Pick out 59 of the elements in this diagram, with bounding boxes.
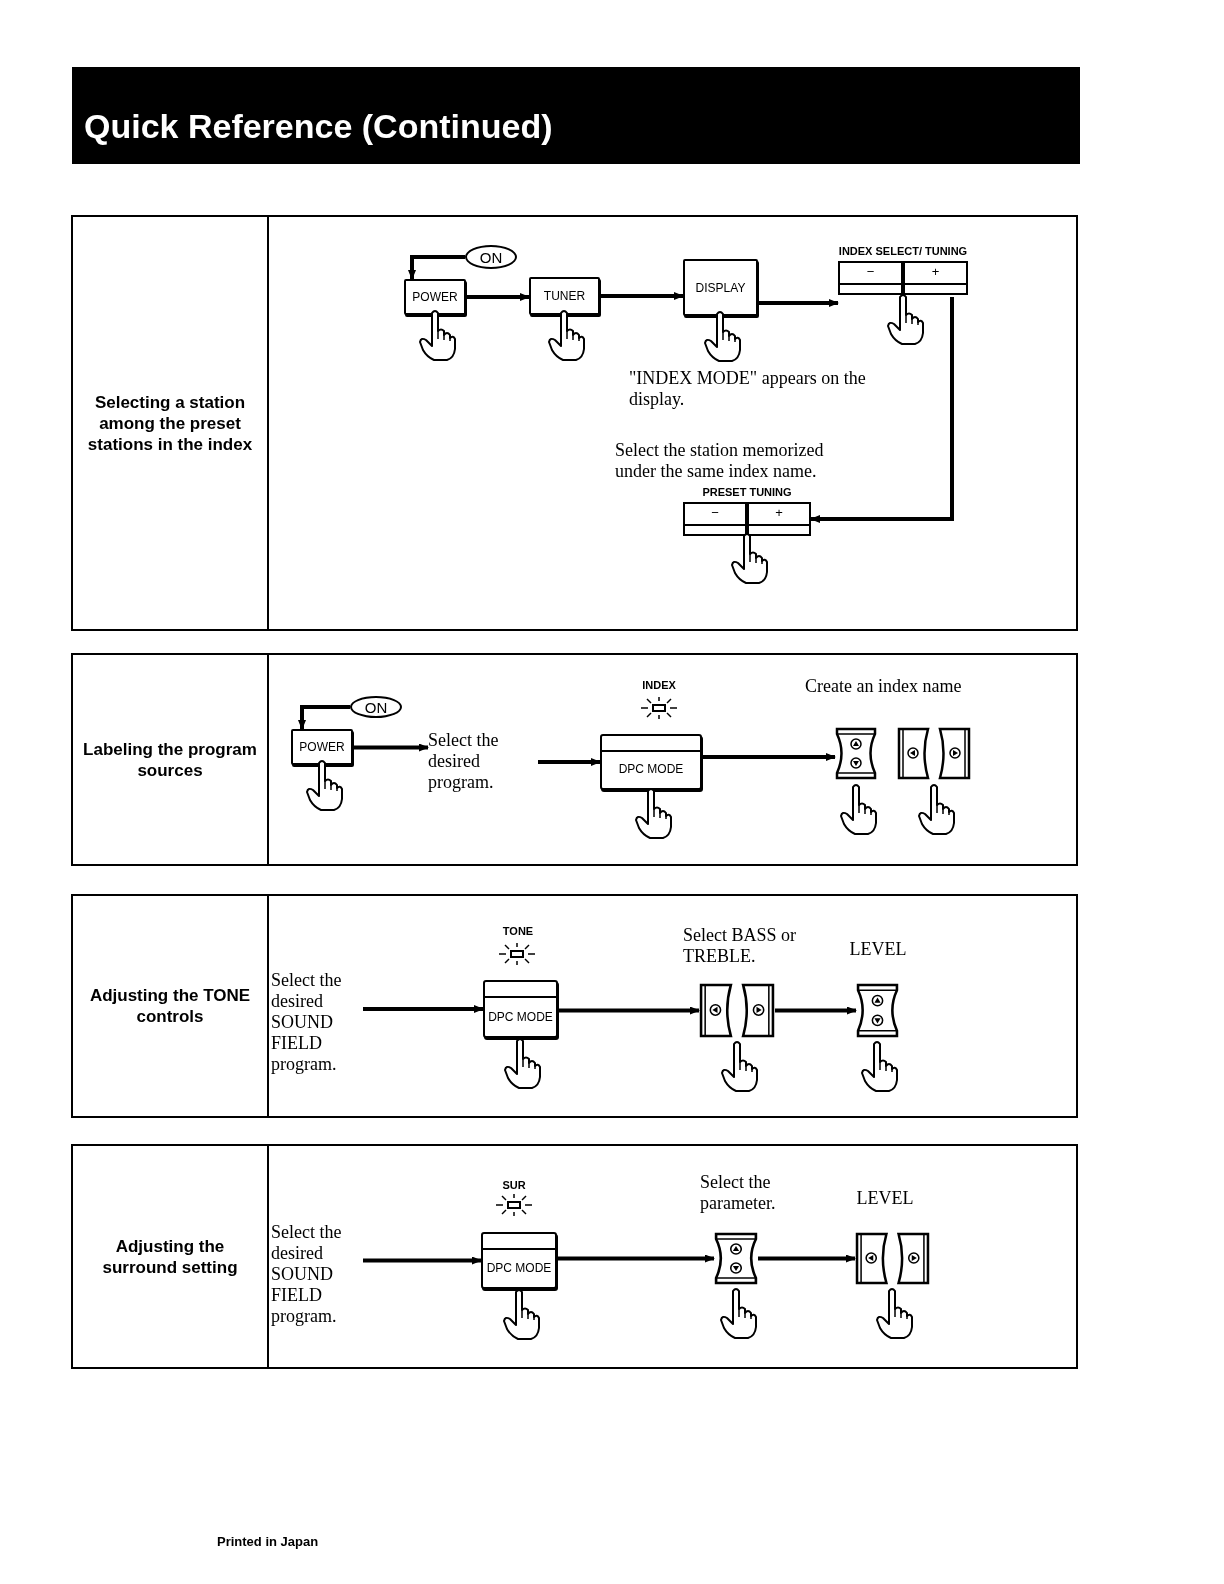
instruction-text: Select the desired SOUND FIELD program. <box>271 1222 363 1330</box>
instruction-text: Select the desired program. <box>428 730 538 796</box>
table-cell <box>71 1144 269 1369</box>
row-heading: Adjusting the surround setting <box>101 1235 239 1278</box>
on-oval-label: ON <box>465 245 517 269</box>
rocker-key: + <box>903 261 968 295</box>
caption-text: LEVEL <box>855 1188 915 1209</box>
on-oval-label: ON <box>350 696 402 718</box>
push-button: DISPLAY <box>683 259 758 316</box>
caption-text: Create an index name <box>805 676 963 697</box>
push-button: TUNER <box>529 277 600 315</box>
table-cell <box>71 894 269 1118</box>
up-down-key-icon <box>714 1232 758 1285</box>
arrow <box>702 753 836 761</box>
mode-button: DPC MODE <box>481 1232 557 1289</box>
caption-text: "INDEX MODE" appears on the display. <box>629 368 867 410</box>
row-heading: Adjusting the TONE controls <box>88 985 252 1027</box>
mode-button: DPC MODE <box>600 734 702 790</box>
page-title: Quick Reference (Continued) <box>84 107 553 146</box>
key-label: INDEX SELECT/ TUNING <box>838 245 968 259</box>
instruction-text: Select the desired SOUND FIELD program. <box>271 970 363 1078</box>
left-right-key-icon <box>699 983 775 1038</box>
push-button: POWER <box>404 279 466 315</box>
mode-button: DPC MODE <box>483 980 558 1038</box>
row-heading: Labeling the program sources <box>82 738 258 781</box>
arrow <box>775 1006 857 1015</box>
rocker-key: + <box>747 502 811 536</box>
arrow <box>758 1254 856 1263</box>
footer-note: Printed in Japan <box>217 1534 320 1549</box>
up-down-key-icon <box>856 983 899 1038</box>
caption-text: Select the parameter. <box>700 1172 777 1214</box>
arrow <box>298 705 350 730</box>
rocker-key: − <box>683 502 747 536</box>
left-right-key-icon <box>855 1232 930 1285</box>
caption-text: Select the station memorized under the same index name. <box>615 440 825 482</box>
arrow <box>466 293 530 301</box>
arrow <box>408 255 465 280</box>
push-button: POWER <box>291 729 353 765</box>
caption-text: LEVEL <box>848 939 908 960</box>
arrow <box>600 292 684 300</box>
key-label: PRESET TUNING <box>702 486 792 500</box>
left-right-key-icon <box>897 727 971 780</box>
table-cell <box>71 653 269 866</box>
arrow <box>538 758 601 766</box>
indicator-label: INDEX <box>641 679 677 691</box>
up-down-key-icon <box>835 727 877 780</box>
row-heading: Selecting a station among the preset stations in the index <box>86 391 254 455</box>
arrow <box>558 1006 700 1015</box>
table-cell <box>71 215 269 631</box>
indicator-label: SUR <box>501 1179 527 1191</box>
arrow <box>363 1256 482 1265</box>
arrow <box>353 743 429 752</box>
arrow <box>557 1254 715 1263</box>
arrow <box>810 297 954 523</box>
rocker-key: − <box>838 261 903 295</box>
indicator-label: TONE <box>501 925 535 937</box>
arrow <box>758 299 839 307</box>
caption-text: Select BASS or TREBLE. <box>683 925 797 967</box>
arrow <box>363 1005 484 1013</box>
